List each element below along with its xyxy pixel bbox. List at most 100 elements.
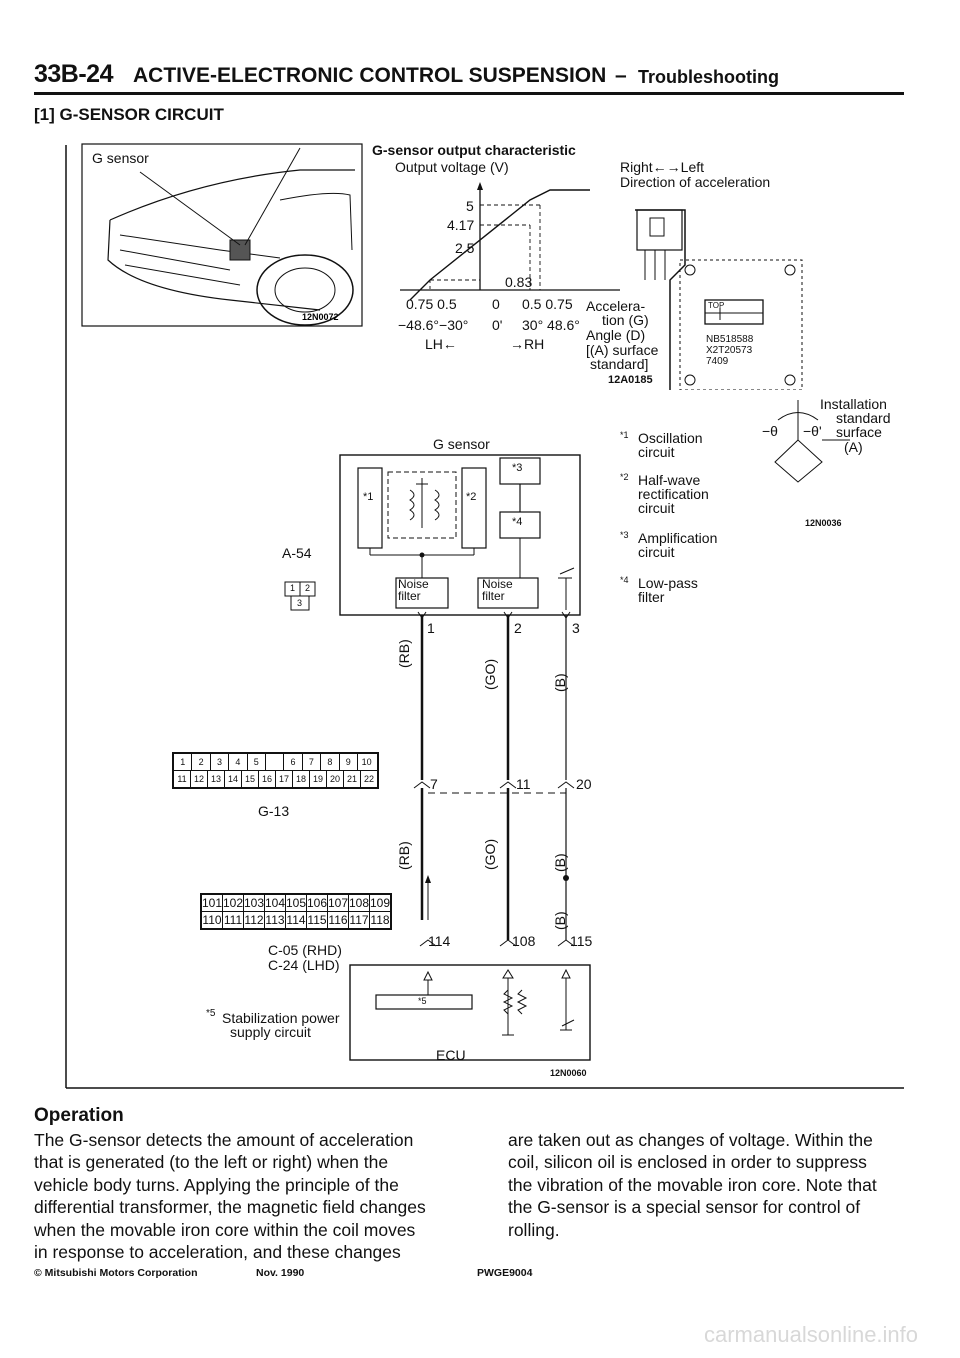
sensor-pin-1: 1 (427, 620, 435, 636)
legend-1-line-2: circuit (638, 444, 675, 460)
page-subtitle: Troubleshooting (638, 67, 779, 87)
output-voltage-label: Output voltage (V) (395, 159, 509, 175)
junction-11: 11 (516, 776, 531, 792)
theta-negative-prime: −θ' (803, 423, 822, 439)
part-number: NB518588 (706, 334, 754, 345)
operation-left-line-4: differential transformer, the magnetic f… (34, 1197, 426, 1218)
operation-right-line-3: the vibration of the movable iron core. … (508, 1174, 877, 1195)
operation-right-line-1: are taken out as changes of voltage. Wit… (508, 1130, 873, 1150)
watermark: carmanualsonline.info (704, 1322, 919, 1347)
legend-mark-1: *1 (620, 430, 629, 440)
legend-1-line-1: Oscillation (638, 430, 703, 446)
sensor-part-drawing (635, 209, 803, 390)
g13-pin (266, 754, 285, 770)
legend-2-line-3: circuit (638, 500, 675, 516)
installation-label-4: (A) (844, 439, 863, 455)
sensor-pin-2: 2 (514, 620, 522, 636)
mark-4-in-diagram: *4 (512, 516, 523, 528)
footer-copyright: © Mitsubishi Motors Corporation (34, 1267, 198, 1279)
operation-right-line-5: rolling. (508, 1219, 560, 1240)
part-code: X2T20573 (706, 345, 753, 356)
a54-pin-2: 2 (305, 583, 311, 593)
c05-pin: 108 (349, 895, 370, 911)
g13-pin: 18 (293, 771, 310, 787)
g13-pin: 19 (310, 771, 327, 787)
c05-pin: 105 (286, 895, 307, 911)
characteristic-ref: 12A0185 (608, 374, 653, 386)
g13-pin: 20 (327, 771, 344, 787)
g13-pin: 17 (276, 771, 293, 787)
c05-pin: 103 (244, 895, 265, 911)
direction-label: Direction of acceleration (620, 174, 771, 190)
c05-pin: 102 (223, 895, 244, 911)
theta-negative: −θ (762, 423, 778, 439)
page-title: ACTIVE-ELECTRONIC CONTROL SUSPENSION (133, 64, 607, 87)
g13-pin: 1 (174, 754, 193, 770)
wire-color-rb-lower: (RB) (396, 841, 412, 870)
title-dash: – (615, 64, 627, 87)
legend-item-1: *1 Oscillation circuit (620, 430, 703, 460)
g13-pin: 15 (242, 771, 259, 787)
g13-pin: 13 (208, 771, 225, 787)
operation-left-line-1: The G-sensor detects the amount of accel… (34, 1130, 414, 1150)
figure-frame (65, 145, 904, 1089)
x-values-left: 0.75 0.5 (406, 296, 457, 312)
characteristic-title: G-sensor output characteristic (372, 142, 576, 158)
g13-pin: 5 (248, 754, 266, 770)
junction-7: 7 (430, 776, 438, 792)
wire-color-b-lower: (B) (552, 853, 568, 872)
v-083: 0.83 (505, 274, 533, 290)
c05-pin: 116 (328, 912, 349, 928)
mark-3-in-diagram: *3 (512, 462, 523, 474)
ecu-pin-114: 114 (428, 933, 451, 949)
operation-left-line-2: that is generated (to the left or right)… (34, 1152, 389, 1173)
connector-a54-icon (284, 581, 316, 611)
lh-arrow: LH← (425, 336, 457, 352)
noise-filter-2: Noise filter (482, 577, 513, 603)
header-rule (34, 92, 904, 95)
surface-label-1: [(A) surface (586, 342, 659, 358)
sensor-pin-3: 3 (572, 620, 580, 636)
legend-4-line-2: filter (638, 589, 665, 605)
ecu-pin-108: 108 (512, 933, 536, 949)
c05-pin: 104 (265, 895, 286, 911)
g13-pin: 9 (340, 754, 358, 770)
g13-pin: 11 (174, 771, 191, 787)
car-figure-ref: 12N0072 (302, 312, 339, 322)
installation-label-1: Installation (820, 396, 887, 412)
connector-c05-label: C-05 (RHD) (268, 942, 342, 958)
wire-color-go-lower: (GO) (482, 838, 498, 870)
x-values-right: 0.5 0.75 (522, 296, 573, 312)
c05-pin: 114 (286, 912, 307, 928)
installation-label-2: standard (836, 410, 891, 426)
v-25: 2.5 (455, 240, 475, 256)
operation-right-line-2: coil, silicon oil is enclosed in order t… (508, 1152, 867, 1173)
c05-pin: 110 (202, 912, 223, 928)
g13-pin: 21 (344, 771, 361, 787)
page-number: 33B-24 (34, 60, 114, 88)
g13-pin: 6 (284, 754, 303, 770)
g13-pin: 7 (303, 754, 322, 770)
legend-item-3: *3 Amplification circuit (620, 530, 717, 560)
surface-label-2: standard] (590, 356, 649, 372)
g13-pin: 4 (229, 754, 248, 770)
v-5: 5 (466, 198, 474, 214)
legend-mark-4: *4 (620, 575, 629, 585)
characteristic-plot (400, 182, 620, 301)
c05-pin: 118 (370, 913, 390, 927)
c05-pin: 113 (265, 912, 286, 928)
c05-pin: 117 (349, 912, 370, 928)
operation-left-column: The G-sensor detects the amount of accel… (34, 1129, 468, 1263)
ecu-pin-115: 115 (570, 933, 593, 949)
angle-label: Angle (D) (586, 327, 646, 343)
circuit-ref: 12N0060 (550, 1068, 587, 1078)
operation-left-line-6: in response to acceleration, and these c… (34, 1242, 401, 1263)
c05-pin: 112 (244, 912, 265, 928)
wire-color-rb-upper: (RB) (396, 639, 412, 668)
legend-4-line-1: Low-pass (638, 575, 698, 591)
angle-left: −48.6°−30° (398, 317, 469, 333)
g13-pin: 2 (192, 754, 211, 770)
wire-color-go-upper: (GO) (482, 658, 498, 690)
rh-arrow: →RH (510, 336, 545, 352)
